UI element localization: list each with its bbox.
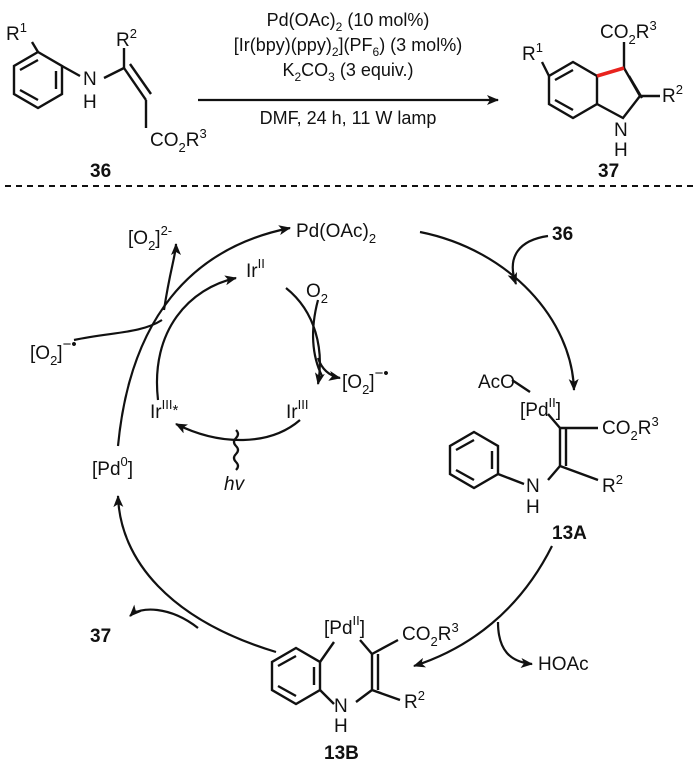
arrow-36-in [507, 234, 549, 285]
reactant-r1-label: R1 [6, 20, 27, 45]
reactant-ring-double-bonds [19, 58, 58, 102]
arc-pd0-to-pd [116, 225, 291, 447]
13B-ester-label: CO2R3 [402, 620, 459, 649]
13B-c-pd-bond [359, 639, 373, 655]
arrow-hoac-out [496, 621, 533, 668]
hv-wavy-line [232, 429, 240, 471]
reactant-n-c-bond [103, 66, 125, 80]
13A-ring-double-bonds [455, 438, 494, 482]
reactant-nh-n: N [83, 69, 97, 90]
intermediate-13B-labels: [PdII] CO2R3 N H R2 13B [324, 613, 459, 764]
reactant-alkene-bond [123, 67, 147, 101]
13A-benzene-ring [448, 430, 500, 490]
reactant-compound-id: 36 [90, 161, 111, 182]
13B-id-label: 13B [324, 743, 359, 764]
13B-ring-n-bond [319, 689, 335, 705]
product-compound-id: 37 [598, 161, 619, 182]
13B-ring-double-bonds [277, 654, 316, 698]
conditions-line-2: [Ir(bpy)(ppy)2](PF6) (3 mol%) [234, 35, 462, 59]
arrow-o2-radical-in [73, 319, 163, 342]
pd-oac2-label: Pd(OAc)2 [296, 221, 376, 246]
ir2-label: IrII [246, 256, 265, 282]
arrow-37-out [129, 604, 199, 629]
conditions-line-3: K2CO3 (3 equiv.) [282, 60, 413, 84]
arrow-o2-dianion-out [162, 243, 181, 311]
o2-radical-left-label: [O2]−• [30, 336, 77, 368]
arc-13A-to-13B [413, 545, 553, 668]
o2-radical-label: [O2]−• [342, 365, 389, 397]
arc-pd-to-13A [419, 230, 579, 391]
photo-cycle-arrows [155, 275, 341, 471]
substrate-36-label: 36 [552, 224, 573, 245]
hoac-label: HOAc [538, 654, 589, 675]
reactant-r2-label: R2 [116, 26, 137, 51]
pd-cycle-labels: Pd(OAc)2 36 [O2]2- [O2]−• [Pd0] 37 HOAc [30, 221, 589, 675]
product-nh-n: N [614, 120, 628, 141]
intermediate-13A-structure [448, 379, 599, 490]
13A-r2-label: R2 [602, 472, 623, 497]
product-37-labels: CO2R3 R1 R2 N H 37 [522, 18, 683, 182]
product-nh-h: H [614, 140, 628, 161]
13A-nh-n: N [526, 476, 540, 497]
product-pyrrole-double [627, 75, 644, 99]
o2-dianion-label: [O2]2- [128, 223, 172, 253]
13A-ring-n-bond [497, 472, 525, 486]
13A-nh-h: H [526, 497, 540, 518]
13B-nh-n: N [334, 696, 348, 717]
product-37-out-label: 37 [90, 626, 111, 647]
13A-aco-label: AcO [478, 372, 515, 393]
product-ester-label: CO2R3 [600, 18, 657, 47]
intermediate-13B-structure [270, 638, 401, 706]
reactant-ring-n-bond [61, 64, 81, 78]
ir3-label: IrIII [286, 397, 308, 423]
reactant-nh-h: H [83, 92, 97, 113]
intermediate-13A-labels: AcO [PdII] CO2R3 N H R2 13A [478, 372, 659, 544]
product-r1-label: R1 [522, 40, 543, 65]
pd-cycle-arrows [73, 225, 579, 668]
13A-r2-bond [559, 464, 599, 482]
arc-ir3-to-ir3star [175, 419, 301, 442]
o2-label: O2 [306, 281, 328, 306]
13B-r2-bond [371, 688, 401, 702]
product-benzo-double-bonds [554, 68, 574, 112]
reactant-36-labels: R1 R2 N H CO2R3 36 [6, 20, 207, 182]
13B-ester-bond [371, 638, 399, 656]
13B-pd-label: [PdII] [324, 613, 365, 639]
13A-id-label: 13A [552, 523, 587, 544]
photo-cycle-labels: IrII O2 [O2]−• IrIII IrIII* hv [150, 256, 389, 495]
reactant-36-structure [12, 41, 152, 128]
reactant-r1-bond [30, 41, 40, 53]
13A-ester-label: CO2R3 [602, 414, 659, 443]
13B-pd-bond [319, 641, 335, 663]
arrow-o2-in [311, 299, 323, 377]
reaction-conditions: Pd(OAc)2 (10 mol%) [Ir(bpy)(ppy)2](PF6) … [234, 10, 462, 128]
conditions-line-4: DMF, 24 h, 11 W lamp [260, 108, 437, 128]
13A-n-c-bond [547, 465, 561, 481]
conditions-line-1: Pd(OAc)2 (10 mol%) [267, 10, 430, 34]
product-r2-label: R2 [662, 82, 683, 107]
13A-pd-label: [PdII] [520, 395, 561, 421]
product-new-bond-highlight [596, 66, 625, 78]
product-37-structure [540, 42, 660, 120]
arrow-o2-radical-out [316, 357, 341, 381]
13A-pd-bond [547, 413, 561, 429]
product-r1-bond [540, 61, 551, 77]
ir3-star-label: IrIII* [150, 397, 178, 423]
13A-aco-bond [511, 379, 531, 393]
reactant-ester-label: CO2R3 [150, 126, 207, 155]
arc-ir3star-to-ir2 [155, 275, 237, 401]
pd0-label: [Pd0] [92, 454, 133, 480]
arc-13B-to-pd0 [113, 495, 277, 654]
hv-label: hv [224, 474, 246, 495]
13B-nh-h: H [334, 716, 348, 737]
13B-n-c-bond [355, 689, 373, 703]
13B-r2-label: R2 [404, 688, 425, 713]
reactant-alkene-double [129, 63, 152, 95]
arc-ir2-to-ir3 [285, 287, 325, 385]
